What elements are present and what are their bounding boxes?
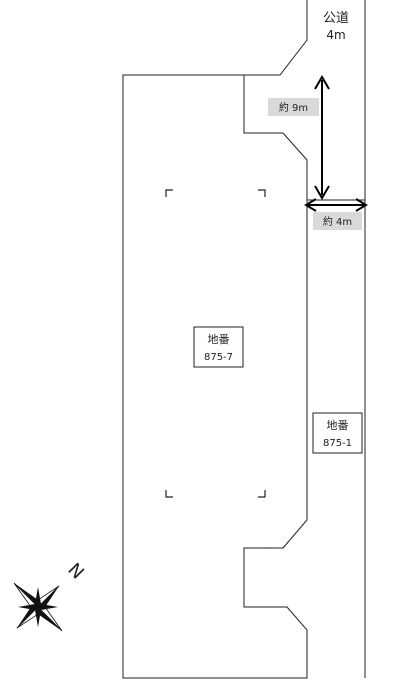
- building-corner-mark-bl: [165, 490, 173, 498]
- side-lot-number: 875-1: [323, 438, 352, 449]
- road-label-line2: 4m: [326, 28, 345, 42]
- horizontal-dimension-label-bg: [313, 212, 362, 230]
- vertical-dimension-label-bg: [268, 98, 319, 116]
- main-lot-label: 地番: [208, 333, 230, 346]
- vertical-dimension-arrow: [314, 75, 330, 200]
- building-corner-mark-tr: [258, 189, 266, 197]
- compass-north-letter: N: [63, 559, 87, 583]
- side-lot-label-box: [312, 412, 363, 454]
- main-lot-label-box: [193, 326, 244, 368]
- compass-icon: [13, 582, 63, 632]
- side-lot-label: 地番: [327, 419, 349, 432]
- horizontal-dimension-label: 約 4m: [323, 215, 352, 228]
- building-corner-mark-br: [258, 490, 266, 498]
- access-strip-notch: [243, 74, 308, 200]
- building-corner-mark-tl: [165, 189, 173, 197]
- side-lot-dotted-boundary: [243, 200, 308, 678]
- horizontal-dimension-arrow: [304, 198, 368, 212]
- main-lot-number: 875-7: [204, 352, 233, 363]
- vertical-dimension-label: 約 9m: [279, 101, 308, 114]
- road-label-line1: 公道: [323, 11, 349, 26]
